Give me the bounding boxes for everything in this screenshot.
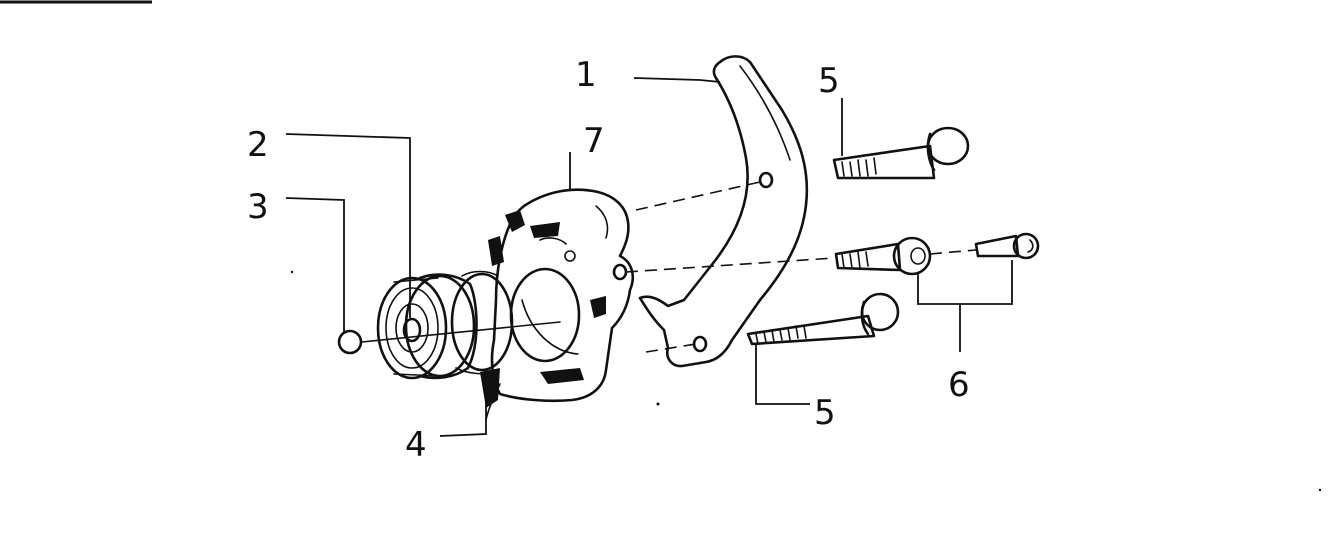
part-pulley (376, 273, 478, 380)
callout-1: 1 (575, 55, 597, 95)
callout-3: 3 (247, 187, 269, 227)
part-bolt-lower (746, 292, 900, 346)
assembly-line-stud (929, 249, 977, 255)
callout-7: 7 (583, 121, 605, 161)
leader-lines (285, 77, 1013, 437)
part-hub (450, 270, 514, 375)
callout-5-upper: 5 (818, 61, 840, 101)
scan-speck (1318, 488, 1322, 492)
part-bracket (638, 55, 809, 368)
assembly-line-axis (361, 321, 561, 343)
assembly-line-upper (635, 181, 761, 211)
part-nut (337, 329, 363, 355)
callout-5-lower: 5 (814, 393, 836, 433)
part-bolt-upper (832, 126, 970, 180)
scan-speck (656, 402, 660, 406)
assembly-line-middle (625, 257, 835, 273)
assembly-line-lower (645, 343, 697, 353)
callout-4: 4 (405, 425, 427, 465)
callout-6: 6 (948, 365, 970, 405)
callout-2: 2 (247, 125, 269, 165)
part-housing (480, 188, 634, 421)
part-stud-bolt (834, 232, 1040, 276)
scan-speck (290, 270, 294, 274)
